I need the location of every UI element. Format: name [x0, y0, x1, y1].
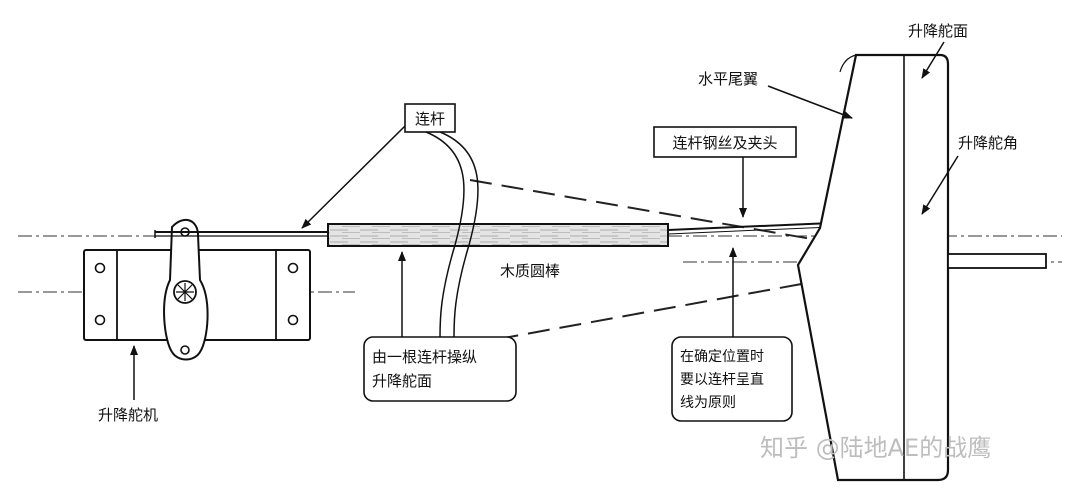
linkage-tube	[425, 131, 479, 338]
label-box-pushrod-wire: 连杆钢丝及夹头	[653, 126, 797, 158]
servo-label: 升降舵机	[98, 406, 158, 424]
fuselage-stub	[947, 253, 1047, 269]
label-box-single-rod: 由一根连杆操纵 升降舵面	[363, 336, 517, 402]
pushrod-front	[154, 230, 330, 238]
pushrod-wire-label: 连杆钢丝及夹头	[672, 134, 777, 152]
watermark: 知乎 @陆地AE的战鹰	[760, 434, 991, 462]
leader-arrows	[130, 41, 959, 400]
wooden-rod	[327, 223, 669, 247]
label-box-straight-line: 在确定位置时 要以连杆呈直 线为原则	[671, 336, 793, 422]
single-rod-line2: 升降舵面	[372, 372, 432, 390]
straight-line-line1: 在确定位置时	[680, 349, 764, 365]
elevator-horn-label: 升降舵角	[958, 134, 1018, 152]
label-box-linkage: 连杆	[404, 103, 456, 133]
wood-rod-label: 木质圆棒	[500, 262, 560, 280]
linkage-label: 连杆	[415, 110, 445, 128]
single-rod-line1: 由一根连杆操纵	[372, 348, 477, 366]
straight-line-line2: 要以连杆呈直	[680, 371, 764, 388]
stabilizer-label: 水平尾翼	[698, 70, 758, 88]
straight-line-line3: 线为原则	[680, 395, 736, 411]
horizontal-tail	[796, 53, 950, 482]
elevator-surface-label: 升降舵面	[908, 22, 968, 40]
servo-horn	[163, 218, 209, 361]
